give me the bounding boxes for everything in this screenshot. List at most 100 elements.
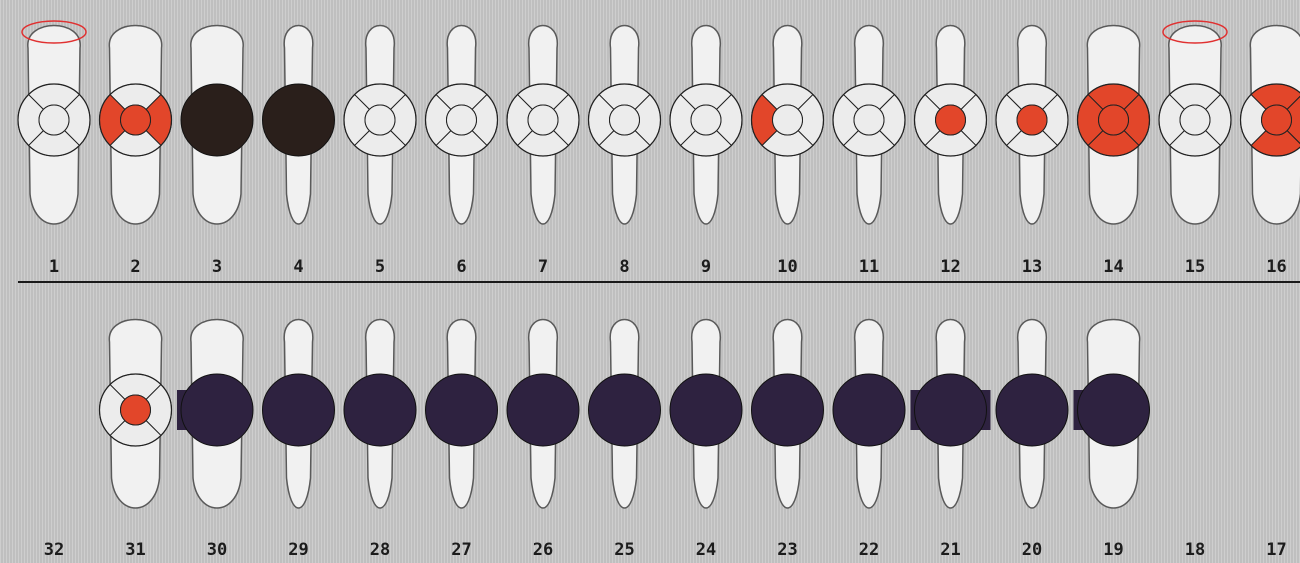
tooth-29[interactable]: 29 — [263, 320, 335, 561]
tooth-number-label: 30 — [207, 540, 227, 560]
tooth-14[interactable]: 14 — [1078, 26, 1150, 278]
tooth-30[interactable]: 30 — [177, 320, 253, 561]
tooth-18[interactable]: 18 — [1185, 540, 1205, 560]
tooth-17[interactable]: 17 — [1266, 540, 1286, 560]
surface-occlusal[interactable] — [854, 105, 884, 135]
tooth-number-label: 18 — [1185, 540, 1205, 560]
surface-occlusal[interactable] — [936, 105, 966, 135]
tooth-number-label: 32 — [44, 540, 64, 560]
surface-occlusal[interactable] — [447, 105, 477, 135]
missing-tooth-marker[interactable] — [1078, 374, 1150, 446]
surface-occlusal[interactable] — [1099, 105, 1129, 135]
surface-wheel[interactable] — [670, 84, 742, 156]
tooth-22[interactable]: 22 — [833, 320, 905, 561]
tooth-2[interactable]: 2 — [100, 26, 172, 278]
surface-occlusal[interactable] — [121, 105, 151, 135]
tooth-number-label: 4 — [293, 257, 303, 277]
surface-wheel[interactable] — [100, 374, 172, 446]
tooth-3[interactable]: 3 — [181, 26, 253, 278]
surface-occlusal[interactable] — [1017, 105, 1047, 135]
tooth-number-label: 22 — [859, 540, 879, 560]
surface-occlusal[interactable] — [121, 395, 151, 425]
tooth-number-label: 15 — [1185, 257, 1205, 277]
tooth-number-label: 24 — [696, 540, 716, 560]
missing-tooth-marker[interactable] — [181, 374, 253, 446]
tooth-23[interactable]: 23 — [752, 320, 824, 561]
tooth-25[interactable]: 25 — [589, 320, 661, 561]
surface-wheel[interactable] — [344, 84, 416, 156]
tooth-6[interactable]: 6 — [426, 26, 498, 278]
tooth-number-label: 9 — [701, 257, 711, 277]
tooth-26[interactable]: 26 — [507, 320, 579, 561]
tooth-24[interactable]: 24 — [670, 320, 742, 561]
tooth-7[interactable]: 7 — [507, 26, 579, 278]
surface-wheel[interactable] — [507, 84, 579, 156]
surface-occlusal[interactable] — [773, 105, 803, 135]
surface-wheel[interactable] — [588, 84, 660, 156]
missing-tooth-marker[interactable] — [996, 374, 1068, 446]
tooth-number-label: 29 — [288, 540, 308, 560]
tooth-31[interactable]: 31 — [100, 320, 172, 561]
tooth-15[interactable]: 15 — [1159, 21, 1231, 277]
surface-wheel[interactable] — [1078, 84, 1150, 156]
tooth-number-label: 13 — [1022, 257, 1042, 277]
tooth-number-label: 25 — [614, 540, 634, 560]
tooth-19[interactable]: 19 — [1074, 320, 1150, 561]
tooth-number-label: 19 — [1103, 540, 1123, 560]
tooth-number-label: 26 — [533, 540, 553, 560]
missing-tooth-marker[interactable] — [833, 374, 905, 446]
surface-wheel[interactable] — [426, 84, 498, 156]
tooth-9[interactable]: 9 — [670, 26, 742, 278]
surface-wheel[interactable] — [100, 84, 172, 156]
tooth-28[interactable]: 28 — [344, 320, 416, 561]
surface-occlusal[interactable] — [1180, 105, 1210, 135]
missing-tooth-marker[interactable] — [507, 374, 579, 446]
tooth-number-label: 10 — [777, 257, 797, 277]
tooth-16[interactable]: 16 — [1241, 26, 1300, 278]
surface-wheel[interactable] — [1159, 84, 1231, 156]
missing-tooth-marker[interactable] — [263, 374, 335, 446]
tooth-20[interactable]: 20 — [996, 320, 1068, 561]
tooth-number-label: 31 — [125, 540, 145, 560]
tooth-number-label: 11 — [859, 257, 879, 277]
tooth-5[interactable]: 5 — [344, 26, 416, 278]
missing-tooth-marker[interactable] — [670, 374, 742, 446]
surface-occlusal[interactable] — [1262, 105, 1292, 135]
tooth-21[interactable]: 21 — [911, 320, 991, 561]
tooth-number-label: 3 — [212, 257, 222, 277]
tooth-12[interactable]: 12 — [915, 26, 987, 278]
tooth-11[interactable]: 11 — [833, 26, 905, 278]
tooth-4[interactable]: 4 — [263, 26, 335, 278]
missing-tooth-marker[interactable] — [181, 84, 253, 156]
surface-occlusal[interactable] — [528, 105, 558, 135]
lower-arch: 32 31 30 29 28 27 26 25 24 23 22 21 20 19 18 17 — [44, 320, 1287, 561]
surface-wheel[interactable] — [833, 84, 905, 156]
surface-occlusal[interactable] — [39, 105, 69, 135]
surface-wheel[interactable] — [996, 84, 1068, 156]
surface-occlusal[interactable] — [610, 105, 640, 135]
missing-tooth-marker[interactable] — [589, 374, 661, 446]
tooth-1[interactable]: 1 — [18, 21, 90, 277]
tooth-number-label: 17 — [1266, 540, 1286, 560]
missing-tooth-marker[interactable] — [752, 374, 824, 446]
surface-occlusal[interactable] — [691, 105, 721, 135]
tooth-13[interactable]: 13 — [996, 26, 1068, 278]
surface-occlusal[interactable] — [365, 105, 395, 135]
missing-tooth-marker[interactable] — [915, 374, 987, 446]
surface-wheel[interactable] — [751, 84, 823, 156]
surface-wheel[interactable] — [915, 84, 987, 156]
surface-wheel[interactable] — [18, 84, 90, 156]
tooth-10[interactable]: 10 — [751, 26, 823, 278]
tooth-27[interactable]: 27 — [426, 320, 498, 561]
tooth-32[interactable]: 32 — [44, 540, 64, 560]
missing-tooth-marker[interactable] — [263, 84, 335, 156]
tooth-number-label: 20 — [1022, 540, 1042, 560]
surface-wheel[interactable] — [1241, 84, 1300, 156]
tooth-number-label: 16 — [1266, 257, 1286, 277]
tooth-8[interactable]: 8 — [588, 26, 660, 278]
tooth-number-label: 8 — [619, 257, 629, 277]
missing-tooth-marker[interactable] — [344, 374, 416, 446]
missing-tooth-marker[interactable] — [426, 374, 498, 446]
tooth-number-label: 27 — [451, 540, 471, 560]
